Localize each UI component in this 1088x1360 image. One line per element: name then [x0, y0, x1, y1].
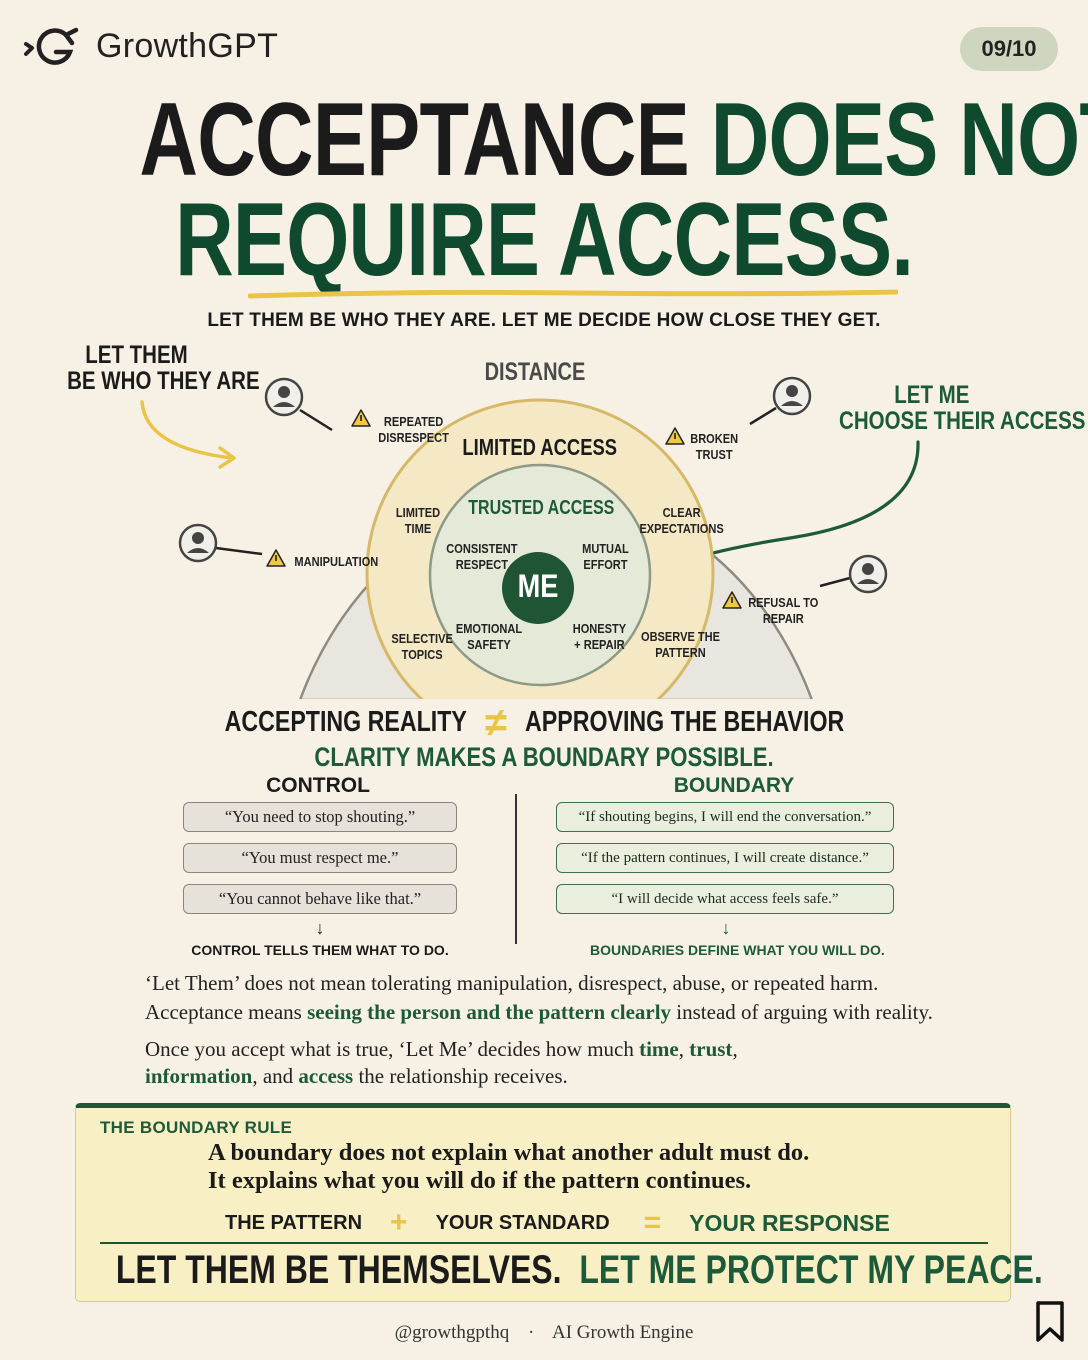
- warning-icon: [266, 549, 286, 567]
- footer-handle[interactable]: @growthgpthq: [394, 1322, 510, 1343]
- paragraph-acceptance: ‘Let Them’ does not mean tolerating mani…: [145, 971, 933, 1024]
- control-bubble: “You need to stop shouting.”: [183, 802, 457, 832]
- right-side-note: LET ME CHOOSE THEIR ACCESS: [839, 381, 1086, 435]
- control-footer: CONTROL TELLS THEM WHAT TO DO.: [191, 942, 449, 958]
- distance-item: MANIPULATION: [294, 554, 379, 569]
- equals-icon: =: [643, 1206, 662, 1239]
- me-label: ME: [517, 568, 559, 604]
- down-arrow-icon: ↓: [315, 918, 325, 938]
- boundary-bubble: “If the pattern continues, I will create…: [556, 843, 894, 873]
- control-bubble: “You must respect me.”: [183, 843, 457, 873]
- rule-formula: THE PATTERN + YOUR STANDARD = YOUR RESPO…: [225, 1206, 890, 1240]
- footer-tagline: AI Growth Engine: [551, 1322, 694, 1343]
- boundary-bubble: “I will decide what access feels safe.”: [556, 884, 894, 914]
- closing-black: LET THEM BE THEMSELVES.: [115, 1248, 562, 1292]
- down-arrow-icon: ↓: [721, 918, 731, 938]
- person-avatar-top-right: [749, 376, 812, 426]
- person-avatar-right: [819, 554, 888, 594]
- boundary-rule-box: [75, 1103, 1011, 1302]
- column-divider: [515, 794, 517, 944]
- warning-icon: [665, 427, 685, 445]
- footer: @growthgpthq · AI Growth Engine: [394, 1322, 694, 1343]
- not-equal-icon: ≠: [484, 700, 507, 745]
- page-title-line-2: REQUIRE ACCESS.: [174, 182, 914, 298]
- bookmark-icon[interactable]: [1034, 1300, 1066, 1344]
- approving-behavior-label: APPROVING THE BEHAVIOR: [524, 706, 845, 738]
- rule-line-2: It explains what you will do if the patt…: [208, 1167, 752, 1194]
- me-center: [502, 552, 574, 624]
- plus-icon: +: [390, 1206, 408, 1239]
- brand-name: GrowthGPT: [96, 26, 279, 65]
- boundary-heading: BOUNDARY: [673, 774, 795, 797]
- formula-term-standard: YOUR STANDARD: [435, 1211, 610, 1234]
- page-badge: 09/10: [960, 27, 1058, 71]
- closing-green: LET ME PROTECT MY PEACE.: [579, 1248, 1043, 1292]
- warning-icon: [722, 591, 742, 609]
- formula-term-pattern: THE PATTERN: [225, 1211, 363, 1234]
- control-heading: CONTROL: [266, 774, 370, 797]
- access-rings-diagram: [0, 376, 1088, 710]
- boundary-bubble: “If shouting begins, I will end the conv…: [556, 802, 894, 832]
- accepting-reality-label: ACCEPTING REALITY: [224, 706, 467, 738]
- subtitle: LET THEM BE WHO THEY ARE. LET ME DECIDE …: [207, 310, 881, 331]
- closing-statement: LET THEM BE THEMSELVES. LET ME PROTECT M…: [0, 1248, 1088, 1293]
- person-avatar-top-left: [264, 377, 333, 432]
- title-green-words: DOES NOT: [710, 82, 1088, 198]
- boundary-footer: BOUNDARIES DEFINE WHAT YOU WILL DO.: [590, 942, 885, 958]
- title-black-word: ACCEPTANCE: [139, 82, 689, 198]
- paragraph-let-me: Once you accept what is true, ‘Let Me’ d…: [145, 1037, 738, 1088]
- rule-divider: [100, 1242, 988, 1244]
- trusted-access-title: TRUSTED ACCESS: [468, 497, 615, 519]
- warning-icon: [351, 409, 371, 427]
- left-side-note: LET THEM BE WHO THEY ARE: [67, 341, 260, 395]
- accept-vs-approve-row: ACCEPTING REALITY ≠ APPROVING THE BEHAVI…: [0, 700, 1088, 745]
- title-underline: [248, 289, 898, 299]
- growth-logo-icon: [24, 27, 79, 65]
- page-title-line-1: ACCEPTANCE DOES NOT: [0, 88, 1088, 192]
- boundary-rule-label: THE BOUNDARY RULE: [100, 1118, 293, 1137]
- distance-title: DISTANCE: [484, 358, 586, 386]
- brand: GrowthGPT: [22, 26, 278, 66]
- person-avatar-left: [178, 523, 263, 563]
- control-bubble: “You cannot behave like that.”: [183, 884, 457, 914]
- limited-access-title: LIMITED ACCESS: [462, 434, 618, 460]
- trusted-access-item: HONESTY+ REPAIR: [572, 621, 627, 652]
- rule-line-1: A boundary does not explain what another…: [208, 1139, 810, 1166]
- formula-result: YOUR RESPONSE: [689, 1209, 890, 1236]
- left-curved-arrow: [140, 400, 236, 469]
- clarity-statement: CLARITY MAKES A BOUNDARY POSSIBLE.: [314, 742, 774, 772]
